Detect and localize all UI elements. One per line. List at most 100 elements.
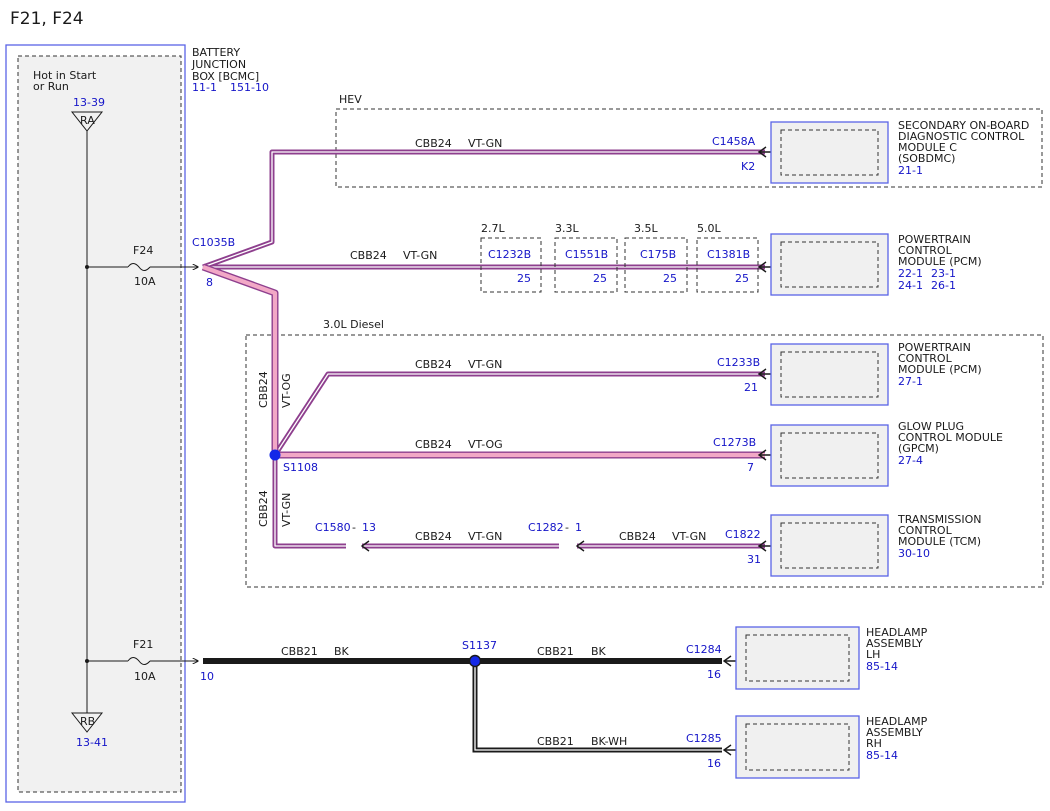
module-headlamp-lh bbox=[735, 626, 860, 690]
bjb-ref-1[interactable]: 11-1 bbox=[192, 81, 217, 94]
pcm-gas-name-3: MODULE (PCM) bbox=[898, 255, 982, 268]
headlamp-rh-name-3: RH bbox=[866, 737, 882, 750]
splice-s1137[interactable] bbox=[468, 654, 482, 668]
pcm-diesel-ref[interactable]: 27-1 bbox=[898, 375, 923, 388]
variant-engine-1: 2.7L bbox=[481, 222, 505, 235]
variant-engine-2: 3.3L bbox=[555, 222, 579, 235]
rb-triangle-icon bbox=[70, 712, 104, 733]
rb-label: RB bbox=[80, 715, 95, 728]
variant-pin-2: 25 bbox=[593, 272, 607, 285]
headlamp-lh-ref[interactable]: 85-14 bbox=[866, 660, 898, 673]
ra-ref[interactable]: 13-39 bbox=[73, 96, 105, 109]
splice-s1108-label[interactable]: S1108 bbox=[283, 461, 318, 474]
pcm-gas-ref-1[interactable]: 22-1 bbox=[898, 267, 923, 280]
inline-c1580[interactable]: C1580 bbox=[315, 521, 351, 534]
wire-diesel-pcm bbox=[272, 371, 765, 457]
headlamp-circuit: CBB21 bbox=[281, 645, 318, 658]
inline-c1282[interactable]: C1282 bbox=[528, 521, 564, 534]
module-headlamp-rh bbox=[735, 715, 860, 779]
splice-s1137-label[interactable]: S1137 bbox=[462, 639, 497, 652]
variant-connector-3[interactable]: C175B bbox=[640, 248, 676, 261]
connector-c1273b[interactable]: C1273B bbox=[713, 436, 756, 449]
f21-fuse-icon bbox=[127, 657, 151, 665]
f24-fuse-icon bbox=[127, 263, 151, 271]
fuse-f21-amp: 10A bbox=[134, 670, 156, 683]
wire-hev bbox=[202, 149, 765, 270]
variant-pin-1: 25 bbox=[517, 272, 531, 285]
tcm-name-1: TRANSMISSION bbox=[897, 513, 981, 526]
fuse-f21-label: F21 bbox=[133, 638, 153, 651]
pcm-gas-ref-4[interactable]: 26-1 bbox=[931, 279, 956, 292]
pin-16-lh: 16 bbox=[707, 668, 721, 681]
diesel-pcm-circuit: CBB24 bbox=[415, 358, 452, 371]
pin-k2: K2 bbox=[741, 160, 755, 173]
module-boxes bbox=[735, 121, 889, 779]
diesel-label: 3.0L Diesel bbox=[323, 318, 384, 331]
inline-c1580-dash: - bbox=[352, 521, 356, 534]
pin-21: 21 bbox=[744, 381, 758, 394]
gpcm-name-3: (GPCM) bbox=[898, 442, 939, 455]
gpcm-name-2: CONTROL MODULE bbox=[898, 431, 1003, 444]
connector-c1285[interactable]: C1285 bbox=[686, 732, 722, 745]
inline-c1282-pin: 1 bbox=[575, 521, 582, 534]
gpcm-ref[interactable]: 27-4 bbox=[898, 454, 923, 467]
tcm-color-2: VT-GN bbox=[672, 530, 706, 543]
module-sobdmc bbox=[770, 121, 889, 184]
connector-c1822[interactable]: C1822 bbox=[725, 528, 761, 541]
tcm-circuit-2: CBB24 bbox=[619, 530, 656, 543]
pcm-gas-color: VT-GN bbox=[403, 249, 437, 262]
diesel-vertical-circuit: CBB24 bbox=[257, 371, 270, 408]
variant-engine-3: 3.5L bbox=[634, 222, 658, 235]
module-tcm bbox=[770, 514, 889, 577]
pcm-gas-name-1: POWERTRAIN bbox=[898, 233, 971, 246]
tcm-vertical-circuit: CBB24 bbox=[257, 490, 270, 527]
pin-7: 7 bbox=[747, 461, 754, 474]
fuse-f24-amp: 10A bbox=[134, 275, 156, 288]
variant-connector-2[interactable]: C1551B bbox=[565, 248, 608, 261]
bjb-label-line2: JUNCTION bbox=[191, 58, 246, 71]
headlamp-rh-ref[interactable]: 85-14 bbox=[866, 749, 898, 762]
tcm-ref[interactable]: 30-10 bbox=[898, 547, 930, 560]
pin-8: 8 bbox=[206, 276, 213, 289]
tcm-vertical-color: VT-GN bbox=[280, 493, 293, 527]
variant-pin-4: 25 bbox=[735, 272, 749, 285]
diesel-pcm-color: VT-GN bbox=[468, 358, 502, 371]
pcm-gas-circuit: CBB24 bbox=[350, 249, 387, 262]
hev-circuit: CBB24 bbox=[415, 137, 452, 150]
tcm-circuit-1: CBB24 bbox=[415, 530, 452, 543]
sobdmc-name-1: SECONDARY ON-BOARD bbox=[898, 119, 1029, 132]
rb-ref[interactable]: 13-41 bbox=[76, 736, 108, 749]
connector-c1035b[interactable]: C1035B bbox=[192, 236, 235, 249]
variant-connector-1[interactable]: C1232B bbox=[488, 248, 531, 261]
pcm-gas-ref-3[interactable]: 24-1 bbox=[898, 279, 923, 292]
connector-c1233b[interactable]: C1233B bbox=[717, 356, 760, 369]
connector-c1284[interactable]: C1284 bbox=[686, 643, 722, 656]
connector-c1458a[interactable]: C1458A bbox=[712, 135, 756, 148]
headlamp-rh-name-2: ASSEMBLY bbox=[866, 726, 923, 739]
tcm-color-1: VT-GN bbox=[468, 530, 502, 543]
lh-color: BK bbox=[591, 645, 607, 658]
ra-triangle-icon bbox=[70, 111, 104, 132]
diesel-vertical-color: VT-OG bbox=[280, 373, 293, 408]
gpcm-color: VT-OG bbox=[468, 438, 503, 451]
variant-connector-4[interactable]: C1381B bbox=[707, 248, 750, 261]
splice-s1108[interactable] bbox=[269, 449, 281, 461]
bjb-label-line1: BATTERY bbox=[192, 46, 240, 59]
module-gpcm bbox=[770, 424, 889, 487]
pcm-gas-ref-2[interactable]: 23-1 bbox=[931, 267, 956, 280]
bk-wires bbox=[203, 658, 722, 753]
pcm-diesel-name-2: CONTROL bbox=[898, 352, 953, 365]
tcm-name-3: MODULE (TCM) bbox=[898, 535, 981, 548]
module-pcm-gas bbox=[770, 233, 889, 296]
gpcm-circuit: CBB24 bbox=[415, 438, 452, 451]
lh-circuit: CBB21 bbox=[537, 645, 574, 658]
pin-10: 10 bbox=[200, 670, 214, 683]
bjb-ref-2[interactable]: 151-10 bbox=[230, 81, 269, 94]
battery-junction-box: BATTERY JUNCTION BOX [BCMC] 11-1 151-10 … bbox=[5, 44, 269, 803]
pcm-diesel-name-3: MODULE (PCM) bbox=[898, 363, 982, 376]
ra-label: RA bbox=[80, 114, 95, 127]
sobdmc-ref[interactable]: 21-1 bbox=[898, 164, 923, 177]
hev-color: VT-GN bbox=[468, 137, 502, 150]
headlamp-color: BK bbox=[334, 645, 350, 658]
page-title: F21, F24 bbox=[10, 9, 84, 29]
